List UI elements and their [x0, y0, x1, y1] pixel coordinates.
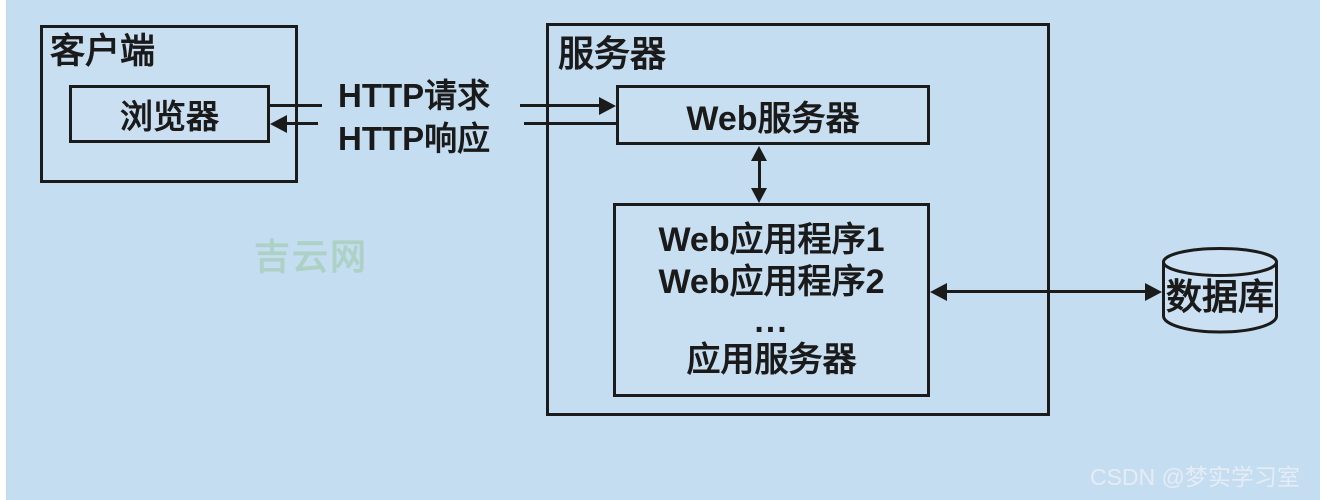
server-box: 服务器 Web服务器 Web应用程序1 Web应用程序2 ... 应用服务器 [546, 23, 1050, 416]
client-box: 客户端 浏览器 [40, 25, 298, 183]
http-request-label: HTTP请求 [338, 77, 491, 114]
http-request-line-right [520, 104, 600, 107]
ellipsis-label: ... [754, 302, 789, 340]
web-server-label: Web服务器 [686, 99, 860, 138]
browser-box: 浏览器 [69, 85, 270, 143]
site-watermark: 吉云网 [254, 236, 369, 277]
database-label: 数据库 [1165, 276, 1274, 317]
db-arrow-line [946, 290, 1146, 293]
web-app-arrowhead-up-icon [751, 146, 767, 161]
web-app-1-label: Web应用程序1 [658, 221, 885, 259]
right-page-edge [1320, 0, 1326, 500]
client-title: 客户端 [50, 32, 156, 71]
web-app-arrowhead-down-icon [751, 188, 767, 203]
http-request-line-left [268, 104, 322, 107]
app-server-lines: Web应用程序1 Web应用程序2 ... 应用服务器 [616, 206, 927, 394]
app-server-box: Web应用程序1 Web应用程序2 ... 应用服务器 [613, 203, 930, 397]
browser-label: 浏览器 [120, 98, 219, 135]
web-server-box: Web服务器 [616, 85, 930, 145]
database-cylinder-icon [1162, 247, 1278, 334]
left-page-edge [0, 0, 6, 500]
db-arrowhead-right-icon [1145, 283, 1162, 301]
http-response-arrowhead-icon [270, 115, 287, 133]
server-title: 服务器 [558, 33, 667, 74]
http-response-line-left [286, 122, 318, 125]
web-app-2-label: Web应用程序2 [658, 263, 885, 301]
web-app-arrow-line [758, 159, 761, 191]
http-request-arrowhead-icon [599, 97, 616, 115]
db-arrowhead-left-icon [930, 283, 947, 301]
http-response-label: HTTP响应 [338, 120, 491, 157]
http-response-line-right [524, 122, 616, 125]
csdn-watermark: CSDN @梦实学习室 [1090, 464, 1300, 490]
app-server-label: 应用服务器 [686, 341, 857, 379]
